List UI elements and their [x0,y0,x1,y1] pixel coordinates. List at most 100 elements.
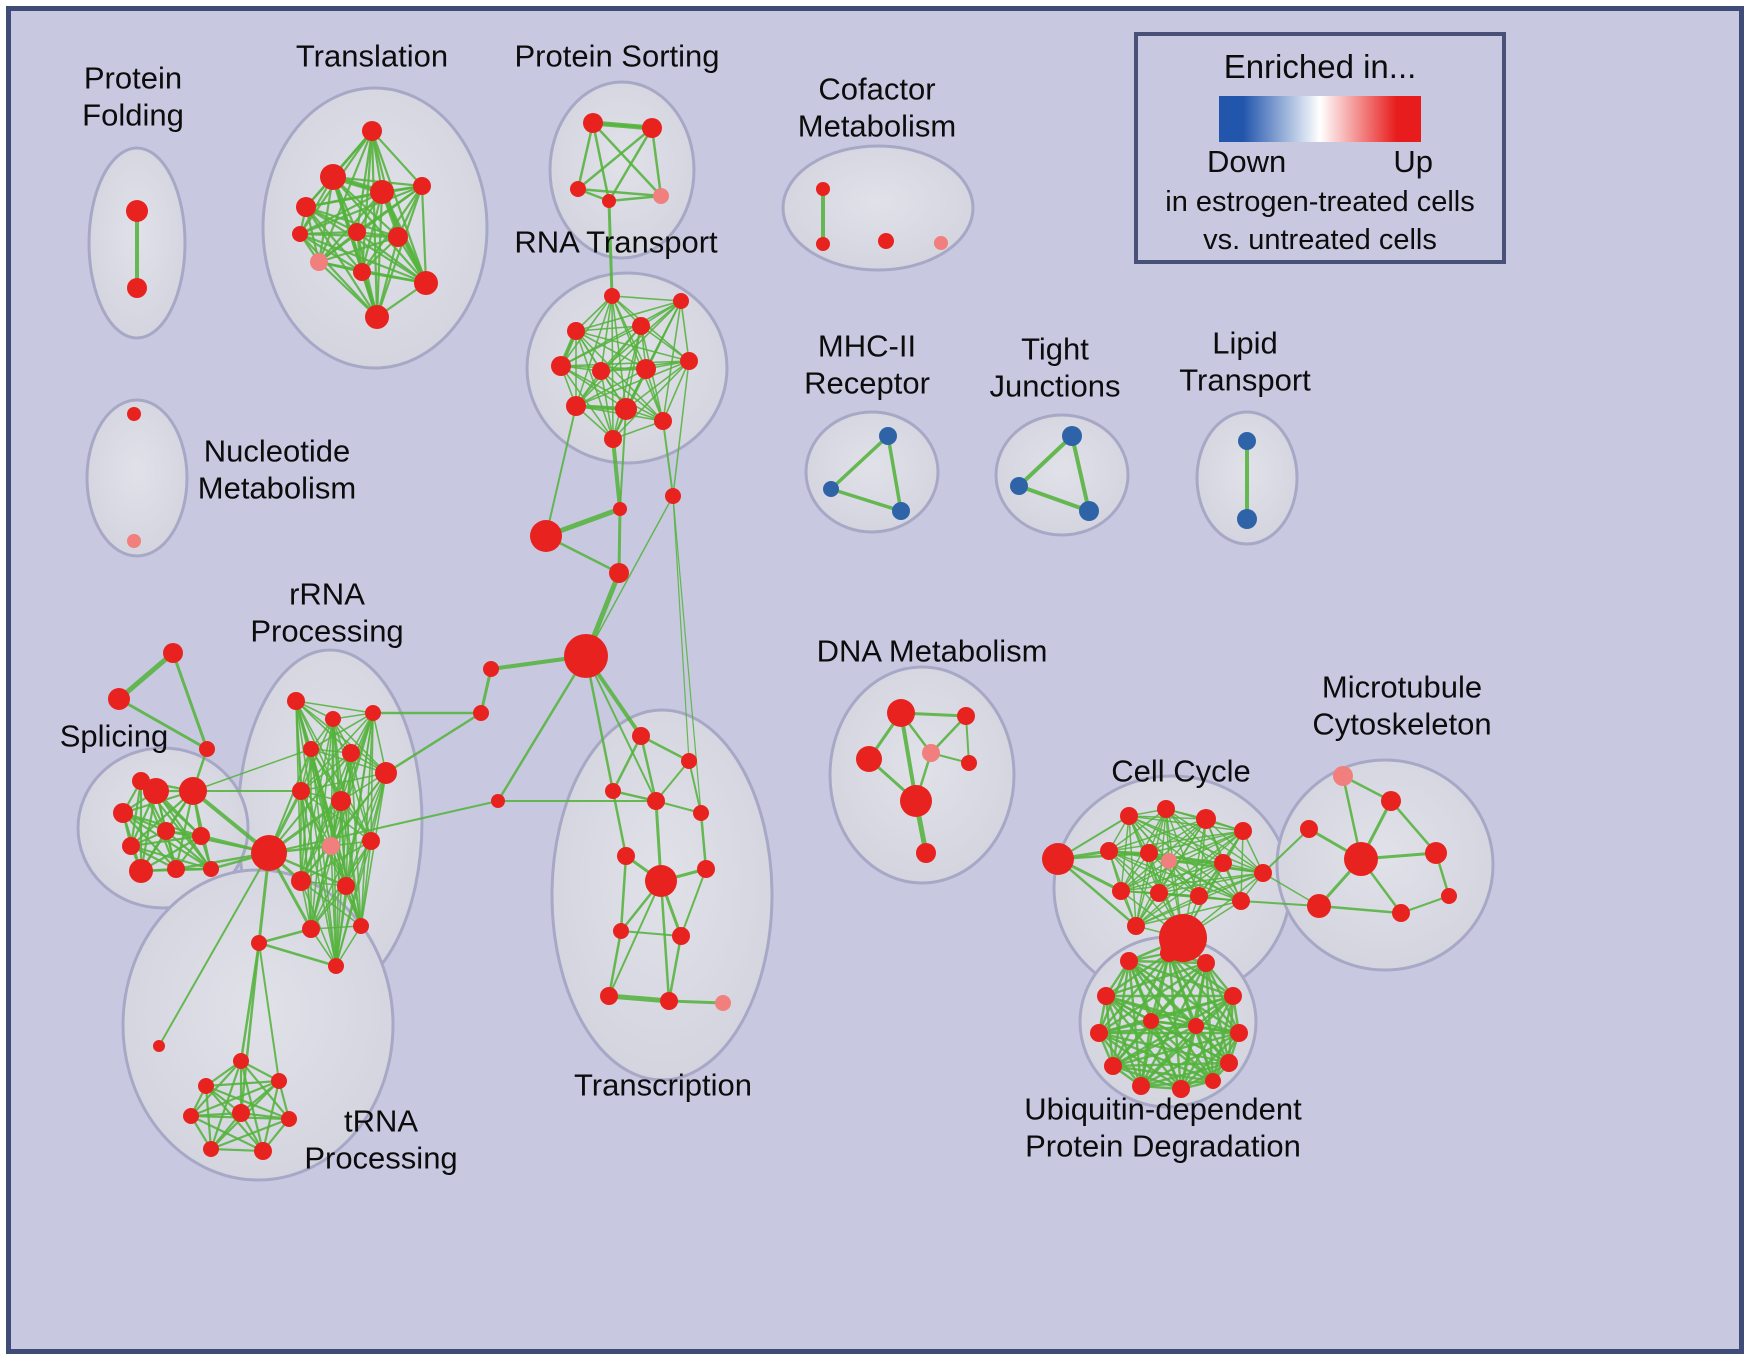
node-cc9 [1254,864,1272,882]
node-mc4 [1344,842,1378,876]
node-mc8 [1441,888,1457,904]
edge [545,405,577,537]
node-tr4 [271,1073,287,1089]
node-tx5 [693,805,709,821]
node-c1 [613,502,627,516]
edge [384,711,483,775]
node-cc3 [1196,809,1216,829]
node-mh2 [823,481,839,497]
node-t9 [353,263,371,281]
edge [680,300,690,362]
edge [1017,484,1091,513]
edge [204,1079,281,1088]
node-dm2 [957,707,975,725]
node-sp9 [167,860,185,878]
edge [192,748,312,792]
edge [591,121,663,198]
node-ub2 [1160,944,1178,962]
node-c6 [491,794,505,808]
edge [575,295,613,407]
node-rr4 [303,741,319,757]
node-t4 [370,180,394,204]
edge [116,650,176,702]
node-rr9 [322,837,340,855]
node-ub7 [1230,1024,1248,1042]
edge [204,1084,291,1121]
node-cc5 [1100,842,1118,860]
node-tr10 [153,1040,165,1052]
edge [575,300,682,332]
edge [370,129,428,285]
node-t6 [348,223,366,241]
edge [300,752,352,792]
edge [1149,1019,1183,1091]
edge [1240,830,1244,902]
node-rt3 [632,317,650,335]
node-cc8 [1214,854,1232,872]
edge [300,880,337,967]
edge [121,811,178,871]
edge [1135,900,1242,927]
node-rr6 [375,762,397,784]
edge [611,437,622,511]
edge [158,852,270,1047]
edge [607,199,614,298]
node-rt12 [604,430,622,448]
node-tr1 [251,935,267,951]
node-ps4 [602,194,616,208]
node-ub5 [1224,987,1242,1005]
node-ps5 [653,188,669,204]
edge [1128,815,1244,832]
node-rr3 [365,705,381,721]
node-pf1 [126,200,148,222]
edge [1240,900,1320,907]
edge [360,840,372,927]
node-rt8 [680,352,698,370]
edge [611,789,628,858]
legend-up-label: Up [1393,144,1433,179]
node-ub12 [1205,1073,1221,1089]
node-sp6 [157,822,175,840]
edge [298,232,379,319]
edge [1135,852,1150,927]
node-sp3 [143,778,169,804]
edge [1104,994,1198,1028]
node-tx7 [645,865,677,897]
edge [1179,1031,1241,1091]
node-ub14 [1188,1018,1204,1034]
node-ub13 [1143,1013,1159,1029]
node-tj1 [1062,426,1082,446]
edge [699,811,708,871]
edge [608,880,662,997]
node-tx3 [605,783,621,799]
edge [617,507,622,575]
legend-down-label: Down [1207,144,1287,179]
node-ub10 [1132,1077,1150,1095]
node-tx4 [647,792,665,810]
edge [680,868,707,937]
edge [1135,895,1200,927]
node-rr14 [353,918,369,934]
node-cl [1042,843,1074,875]
edge [1158,872,1264,894]
edge [1204,961,1215,1083]
edge [1262,828,1310,874]
cluster-ellipse-trna-processing [121,868,395,1182]
edge [584,654,615,793]
node-hub1 [530,520,562,552]
node-rr1 [287,692,305,710]
node-rt7 [636,359,656,379]
edge [575,325,642,407]
edge [1056,857,1138,928]
node-cc4 [1234,822,1252,840]
node-rr13 [302,920,320,938]
edge [1198,818,1207,897]
node-mh1 [879,427,897,445]
edge [662,360,690,422]
node-bigred [251,835,287,871]
edge [298,184,424,236]
edge [575,300,682,407]
node-mh3 [892,502,910,520]
edge [829,487,903,513]
node-rr15 [328,958,344,974]
